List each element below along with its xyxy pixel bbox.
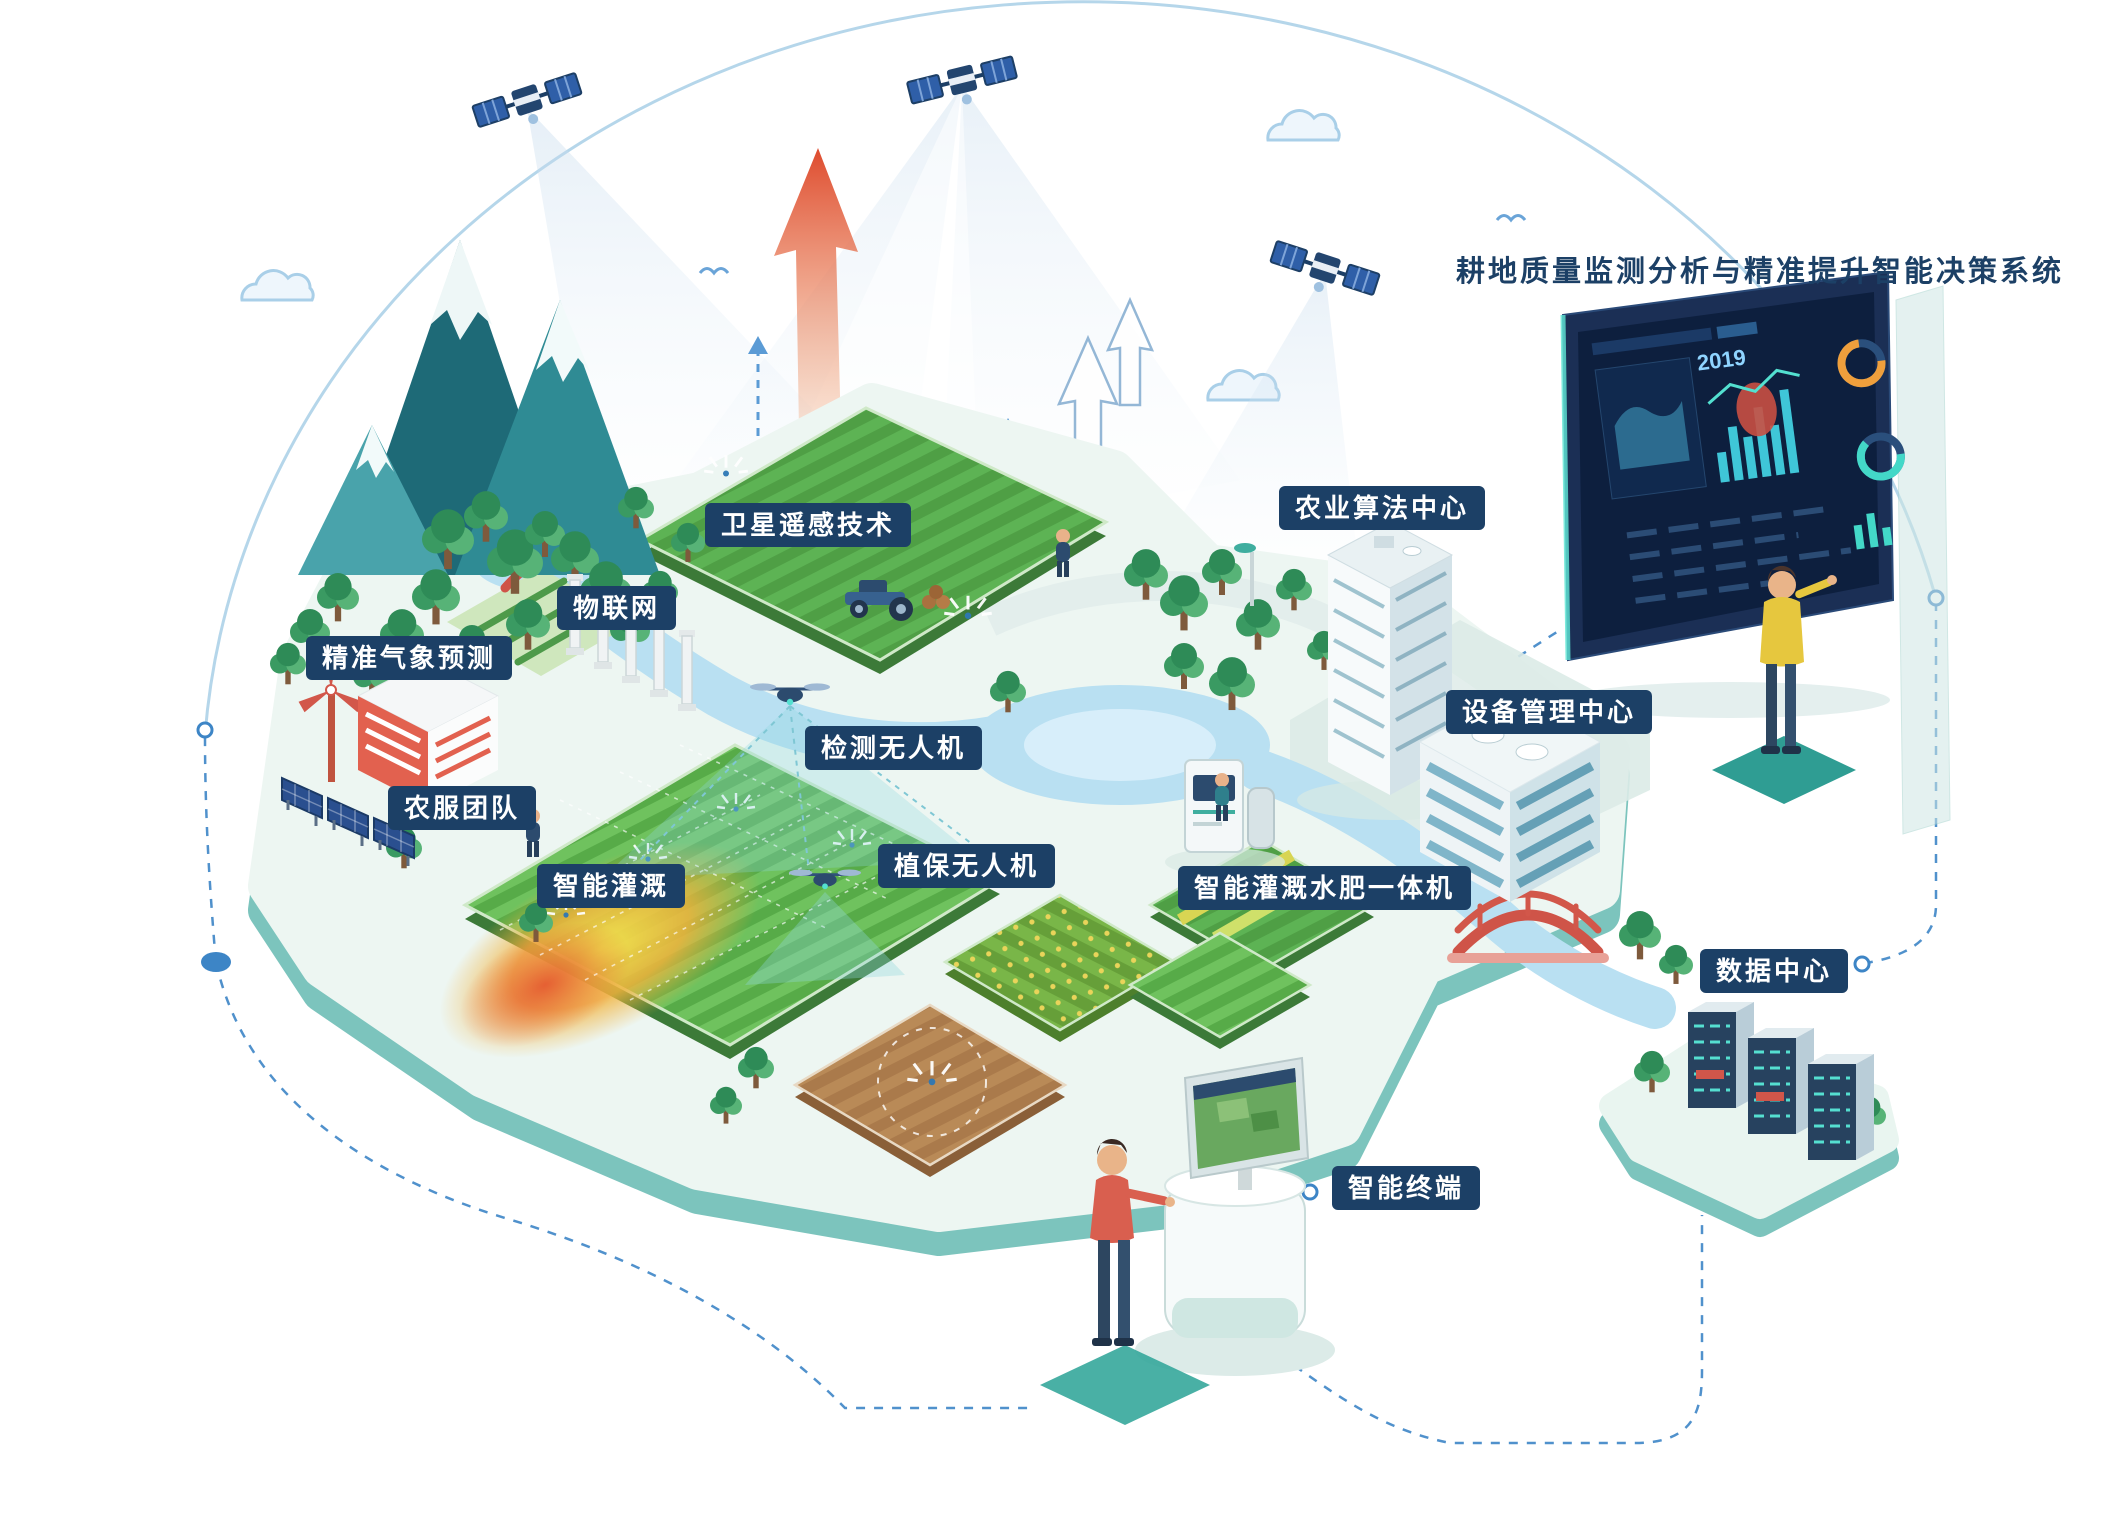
- dashboard-analyst: [1712, 565, 1856, 804]
- label-smart-irrigation: 智能灌溉: [537, 864, 686, 908]
- algorithm-center-building: [1297, 521, 1487, 820]
- server-rack-icon: [1806, 1052, 1876, 1162]
- satellite-icon: [469, 68, 589, 143]
- drones: [600, 681, 981, 985]
- dashboard-widgets: 2019: [1591, 321, 1905, 604]
- server-rack-icon: [1686, 1000, 1756, 1110]
- label-agri-service-team: 农服团队: [388, 786, 537, 830]
- equipment-center-building: [1418, 691, 1602, 902]
- data-center-racks: [1686, 1000, 1876, 1162]
- label-satellite-remote-sensing: 卫星遥感技术: [705, 503, 912, 547]
- cloud-icon: [1266, 109, 1341, 142]
- outline-up-arrow: [1105, 296, 1155, 407]
- person-icon: [1215, 773, 1229, 821]
- person-icon: [1056, 529, 1070, 577]
- mountains: [298, 240, 660, 575]
- label-precision-weather: 精准气象预测: [306, 636, 513, 680]
- bird-icon: [698, 267, 730, 275]
- kiosk-operator: [1040, 1138, 1210, 1425]
- bird-icon: [1495, 214, 1527, 222]
- label-iot: 物联网: [557, 586, 677, 630]
- mountain-icon: [455, 300, 660, 575]
- label-irrigation-fertilizer-machine: 智能灌溉水肥一体机: [1178, 866, 1472, 910]
- label-plant-protection-drone: 植保无人机: [878, 844, 1056, 888]
- tractor-icon: [845, 580, 950, 621]
- node-icon: [1853, 955, 1871, 973]
- diagram-title: 耕地质量监测分析与精准提升智能决策系统: [1456, 256, 2065, 288]
- sky-dome: [203, 0, 1937, 736]
- cloud-icon: [240, 269, 315, 302]
- label-smart-terminal: 智能终端: [1332, 1166, 1481, 1210]
- bridge-icon: [1447, 889, 1609, 963]
- vegetable-plot: [1127, 931, 1313, 1039]
- label-agri-algorithm-center: 农业算法中心: [1279, 486, 1486, 530]
- network-connectors: [203, 602, 1938, 1445]
- label-data-center: 数据中心: [1700, 949, 1849, 993]
- plowed-field: [792, 1003, 1068, 1167]
- label-detection-drone: 检测无人机: [805, 726, 983, 770]
- decision-dashboard: 2019: [1560, 270, 1951, 835]
- node-icon: [196, 721, 214, 739]
- server-rack-icon: [1746, 1026, 1816, 1136]
- smart-terminal-kiosk: [1040, 1056, 1335, 1425]
- fertigation-machine: [1165, 759, 1285, 876]
- mountain-icon: [298, 425, 448, 575]
- label-equipment-management-center: 设备管理中心: [1446, 690, 1653, 734]
- node-icon: [201, 952, 231, 972]
